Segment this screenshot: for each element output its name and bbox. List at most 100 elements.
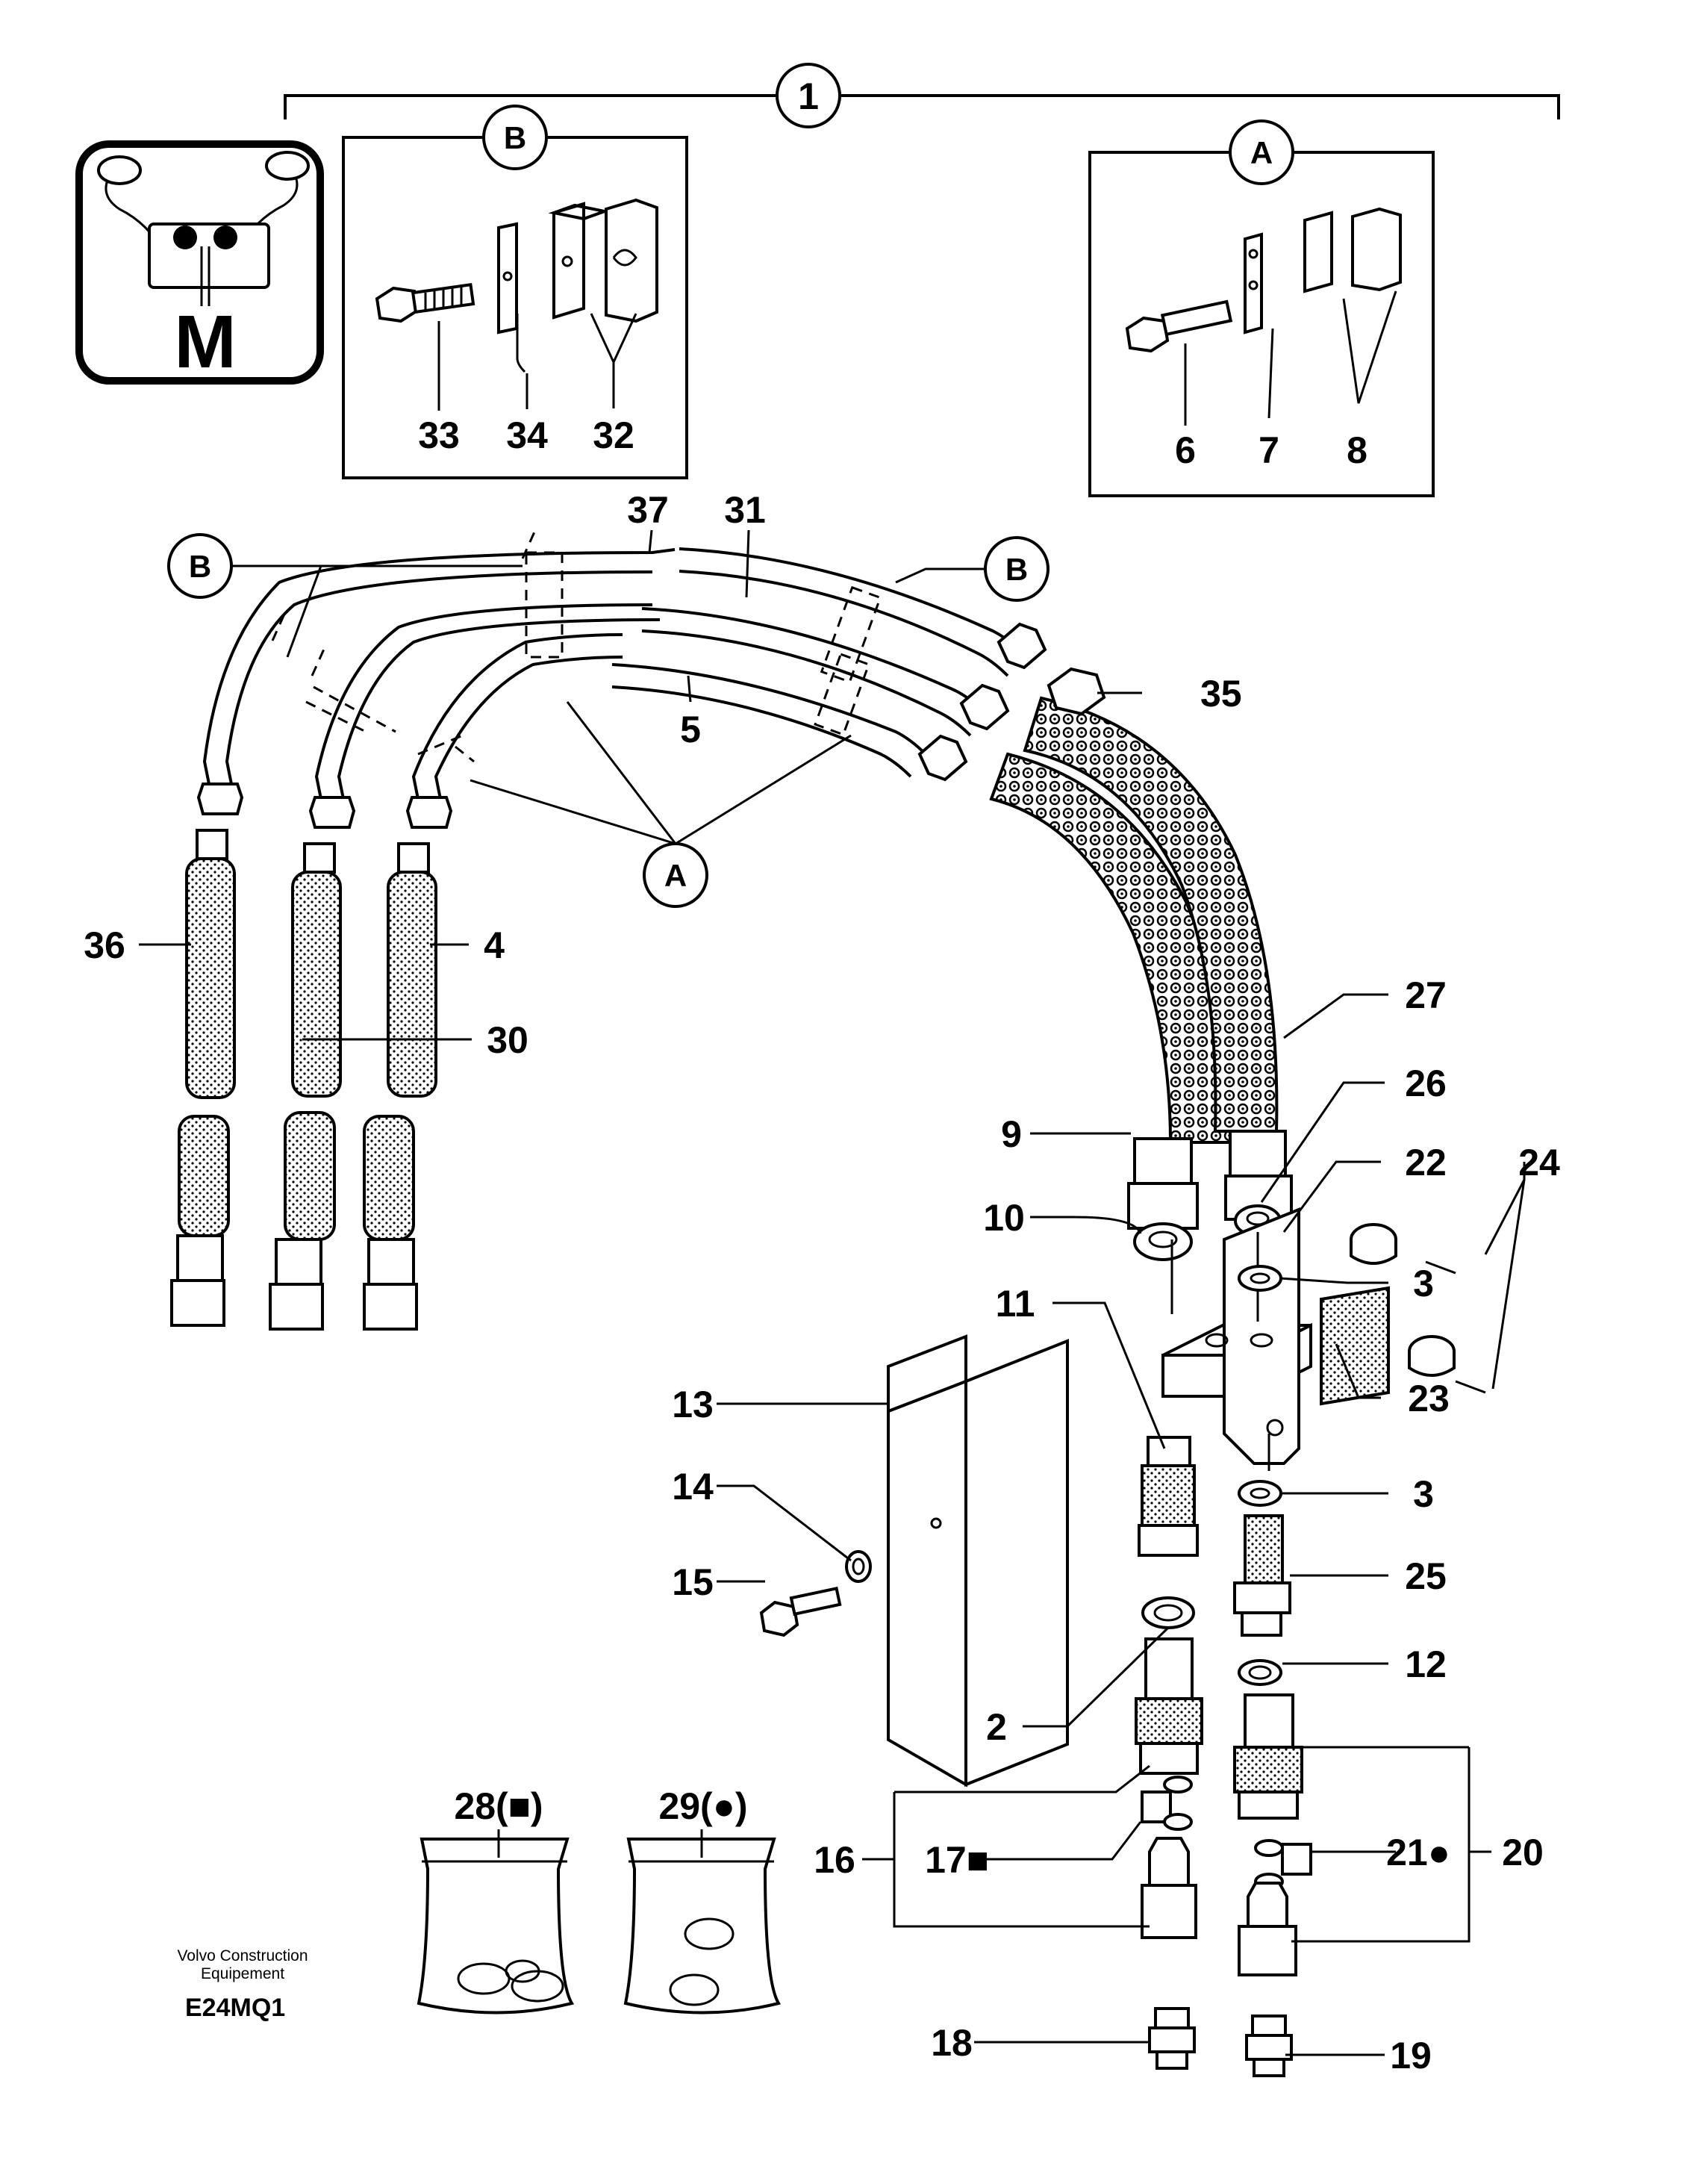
svg-text:B: B — [189, 549, 211, 584]
callout-9: 9 — [1001, 1113, 1022, 1155]
callout-25: 25 — [1405, 1555, 1447, 1597]
svg-text:B: B — [1005, 552, 1028, 587]
callout-3-upper: 3 — [1413, 1263, 1434, 1304]
pipe-nut-left-3 — [405, 796, 453, 829]
coupling-female-right — [1233, 1693, 1303, 1820]
adapter-18 — [1148, 2007, 1196, 2070]
strap-23 — [1320, 1286, 1390, 1406]
callout-19: 19 — [1390, 2035, 1432, 2076]
pipe-nut-right-2 — [959, 683, 1010, 731]
hose-4 — [363, 842, 437, 1331]
callout-17: 17■ — [925, 1839, 989, 1881]
bushing-24-b — [1408, 1335, 1456, 1377]
brand-caption: Volvo Construction Equipement — [177, 1947, 308, 1982]
washer-14 — [845, 1550, 872, 1583]
callout-29: 29(●) — [658, 1785, 747, 1827]
callout-30: 30 — [487, 1019, 528, 1061]
adapter-19 — [1245, 2015, 1293, 2077]
callout-14: 14 — [672, 1466, 714, 1508]
icon-letter: M — [174, 300, 236, 384]
plate-34 — [497, 222, 518, 335]
bolt-15 — [759, 1586, 842, 1637]
pipe-nut-left-1 — [196, 783, 244, 815]
callout-5: 5 — [680, 709, 701, 750]
pipe-bundle — [196, 528, 1047, 829]
svg-text:A: A — [664, 858, 687, 893]
detail-a-label: A — [1250, 135, 1273, 170]
detail-a-part-3: 8 — [1347, 429, 1367, 471]
pipe-ref-a-bottom: A — [470, 701, 852, 908]
hose-30 — [269, 842, 342, 1331]
fitting-11 — [1138, 1436, 1199, 1557]
callout-3-lower: 3 — [1413, 1473, 1434, 1515]
clamp-8a — [1303, 211, 1333, 293]
plate-7 — [1244, 232, 1263, 335]
hose-36 — [170, 829, 236, 1327]
callout-4: 4 — [484, 924, 505, 966]
washer-3-lower — [1238, 1480, 1282, 1507]
seal-bag-28 — [417, 1838, 575, 2015]
guard-13 — [887, 1334, 1069, 1788]
pipe-nut-right-3 — [917, 734, 968, 782]
clamp-32a — [548, 202, 611, 320]
callout-26: 26 — [1405, 1063, 1447, 1104]
pipe-ref-b-left: B — [167, 533, 523, 658]
callout-16: 16 — [814, 1839, 855, 1881]
detail-a-part-2: 7 — [1259, 429, 1279, 471]
callout-31: 31 — [724, 489, 766, 531]
callout-11: 11 — [996, 1283, 1035, 1325]
coiled-hose-27 — [1023, 696, 1293, 1221]
coupling-female-left — [1135, 1637, 1203, 1775]
group-number: 1 — [798, 75, 819, 117]
callout-10: 10 — [983, 1197, 1025, 1239]
detail-b-label: B — [504, 120, 526, 155]
group-bracket: 1 — [284, 63, 1560, 128]
detail-a-part-1: 6 — [1175, 429, 1196, 471]
clamp-8b — [1351, 207, 1402, 292]
fitting-25 — [1233, 1514, 1291, 1637]
clamp-32b — [605, 198, 658, 323]
group-number-circle — [776, 63, 841, 128]
callout-27: 27 — [1405, 974, 1447, 1016]
detail-b-box: B 33 34 32 — [342, 105, 688, 479]
leader-lines — [139, 529, 1526, 2056]
bolt-6 — [1125, 299, 1233, 353]
callout-28: 28(■) — [454, 1785, 543, 1827]
coupling-male-right — [1238, 1882, 1297, 1976]
washer-12 — [1238, 1659, 1282, 1686]
detail-b-part-2: 34 — [506, 414, 548, 456]
clips-24 — [1425, 1260, 1486, 1394]
callout-13: 13 — [672, 1384, 714, 1425]
callout-36: 36 — [84, 924, 125, 966]
callout-2: 2 — [986, 1706, 1007, 1748]
callout-24: 24 — [1518, 1142, 1560, 1183]
pipe-ref-b-right: B — [895, 536, 1050, 602]
callout-37: 37 — [627, 489, 669, 531]
pipe-nut-right-1 — [997, 622, 1047, 670]
callout-15: 15 — [672, 1561, 714, 1603]
seal-bag-29 — [623, 1838, 782, 2015]
washer-3-upper — [1238, 1265, 1282, 1292]
detail-a-box: A 6 7 8 — [1088, 119, 1435, 497]
pipe-nut-left-2 — [308, 796, 356, 829]
joystick-m-icon: M — [75, 140, 324, 385]
drawing-code: E24MQ1 — [185, 1994, 286, 2022]
detail-b-part-3: 32 — [593, 414, 634, 456]
plug-35 — [1047, 667, 1106, 716]
callouts: 37 31 35 5 36 4 30 27 9 26 22 24 10 3 11… — [84, 489, 1560, 2076]
coupling-male-left — [1141, 1837, 1197, 1939]
callout-18: 18 — [931, 2022, 973, 2064]
bushing-24-a — [1350, 1223, 1397, 1265]
bolt-33 — [375, 283, 475, 323]
nut-10 — [1133, 1222, 1193, 1261]
detail-b-part-1: 33 — [418, 414, 460, 456]
callout-22: 22 — [1405, 1142, 1447, 1183]
callout-21: 21● — [1386, 1832, 1450, 1873]
callout-23: 23 — [1408, 1378, 1450, 1419]
callout-35: 35 — [1200, 673, 1242, 715]
seal-kit-17 — [1141, 1776, 1193, 1831]
washer-2 — [1141, 1596, 1195, 1629]
callout-20: 20 — [1502, 1832, 1544, 1873]
callout-12: 12 — [1405, 1643, 1447, 1685]
